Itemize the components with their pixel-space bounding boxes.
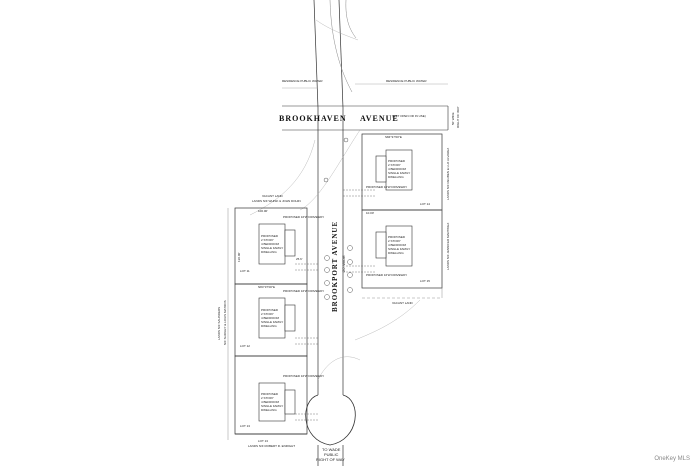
dim-label-4: S84°37'00"E <box>385 135 402 139</box>
house-nw-line3: 4 BEDROOM <box>261 242 280 246</box>
house-sw-line3: 4 BEDROOM <box>261 400 280 404</box>
east-houses <box>375 149 413 267</box>
house-mw-line2: 2 STORY <box>261 312 274 316</box>
tree-markers <box>323 137 353 300</box>
driveway-label-ne: PROPOSED 16'W DRIVEWAY <box>366 185 408 189</box>
right-label-3: VACANT LAND <box>392 301 413 305</box>
bottom-label-1: LOT 13 <box>258 439 268 443</box>
driveway-label-nw: PROPOSED 16'W DRIVEWAY <box>283 215 325 219</box>
house-nw-line1: PROPOSED <box>261 234 279 238</box>
watermark: OneKey MLS <box>654 456 690 462</box>
road-end-line2: PUBLIC <box>324 452 339 457</box>
house-mw-line5: DWELLING <box>261 324 277 328</box>
house-sw-line1: PROPOSED <box>261 392 279 396</box>
driveway-label-mw: PROPOSED 16'W DRIVEWAY <box>283 289 325 293</box>
top-label-1: RESIDENCE PUBLIC WATER <box>282 79 323 83</box>
brookhaven-avenue-note: (NOT OPEN OR IN USE) <box>392 114 426 118</box>
brookhaven-avenue-road <box>282 83 449 131</box>
dim-label-1: 100.00' <box>258 209 268 213</box>
left-label-2: LANDS N/F WHISK & JOHN DOHIN <box>252 199 301 203</box>
brookport-avenue-label: BROOKPORT AVENUE <box>331 220 339 312</box>
west-lot-boundaries <box>234 207 308 435</box>
house-mw-line4: SINGLE FAMILY <box>261 320 284 324</box>
house-sw-line5: DWELLING <box>261 408 277 412</box>
row-note-line2: RIGHT OF WAY <box>456 106 460 128</box>
left-label-4: N/F SHIRLEY & LOUIS MATROS <box>223 300 227 345</box>
driveways <box>295 189 376 421</box>
property-lines <box>227 134 443 440</box>
house-se-line2: 2 STORY <box>388 239 401 243</box>
dim-label-3: N84°37'00"E <box>258 285 276 289</box>
brookhaven-avenue-label-left: BROOKHAVEN <box>279 114 347 123</box>
road-end-line3: RIGHT OF WAY <box>316 457 345 462</box>
house-se-line3: 4 BEDROOM <box>388 243 407 247</box>
house-nw-line5: DWELLING <box>261 250 277 254</box>
road-end-line1: TO WADE <box>322 447 341 452</box>
bottom-label-2: LANDS N/F ROBERT R. ENRIGHT <box>248 444 296 448</box>
brookhaven-avenue-label-right: AVENUE <box>360 114 399 123</box>
left-label-1: VACANT LAND <box>262 194 283 198</box>
left-label-3: LANDS N/F SAUNDERS <box>217 306 221 340</box>
top-label-2: RESIDENCE PUBLIC WATER <box>386 79 427 83</box>
lot-number-se: LOT 15 <box>420 279 430 283</box>
lot-number-nw: LOT 11 <box>240 269 250 273</box>
house-ne-line2: 2 STORY <box>388 163 401 167</box>
lot-number-ne: LOT 14 <box>420 202 430 206</box>
house-se-line5: DWELLING <box>388 251 404 255</box>
house-nw-line4: SINGLE FAMILY <box>261 246 284 250</box>
driveway-label-sw: PROPOSED 16'W DRIVEWAY <box>283 374 325 378</box>
house-ne-line1: PROPOSED <box>388 159 406 163</box>
house-sw-line4: SINGLE FAMILY <box>261 404 284 408</box>
house-ne-line4: SINGLE FAMILY <box>388 171 411 175</box>
house-mw-line1: PROPOSED <box>261 308 279 312</box>
house-nw-line2: 2 STORY <box>261 238 274 242</box>
dim-label-2: 130.00' <box>237 252 241 262</box>
driveway-label-se: PROPOSED 16'W DRIVEWAY <box>366 273 408 277</box>
dim-label-6: 25.6' <box>296 257 303 261</box>
lot-number-mw: LOT 12 <box>240 344 250 348</box>
west-houses <box>258 223 296 422</box>
brookport-width-note: 20' WIDE <box>341 255 346 272</box>
house-ne-line5: DWELLING <box>388 175 404 179</box>
right-label-1: LANDS N/F REUBEN & LUZ ALVAREZ <box>446 147 450 200</box>
house-mw-line3: 4 BEDROOM <box>261 316 280 320</box>
right-label-2: LANDS N/F JENNIFER MARTINEZ <box>446 222 450 270</box>
brookport-avenue-road <box>305 0 359 466</box>
house-ne-line3: 4 BEDROOM <box>388 167 407 171</box>
dim-label-5: 10.00' <box>366 211 375 215</box>
house-sw-line2: 2 STORY <box>261 396 274 400</box>
row-note-line1: 50' WIDE <box>451 112 455 125</box>
house-se-line4: SINGLE FAMILY <box>388 247 411 251</box>
house-se-line1: PROPOSED <box>388 235 406 239</box>
lot-number-sw: LOT 13 <box>240 424 250 428</box>
